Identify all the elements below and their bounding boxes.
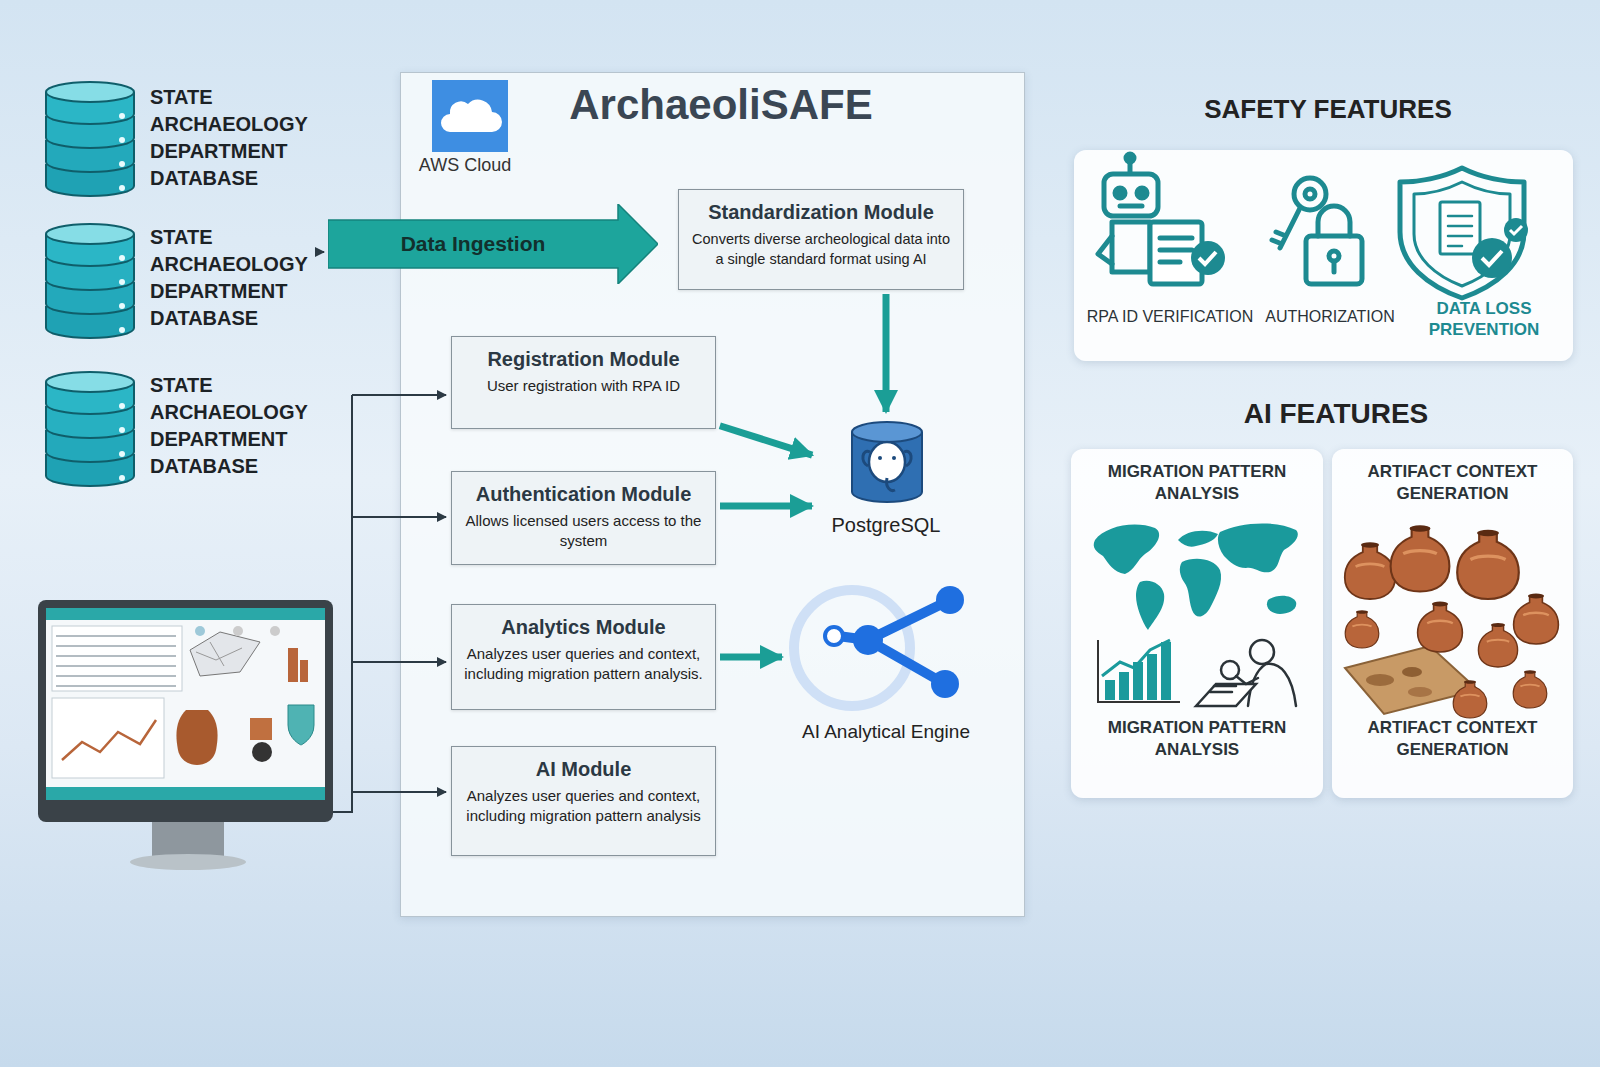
engine-label: AI Analytical Engine bbox=[786, 721, 986, 743]
process-box: Analytics ModuleAnalyzes user queries an… bbox=[451, 604, 716, 710]
module-desc: Converts diverse archeological data into… bbox=[691, 229, 951, 269]
flow-arrow bbox=[720, 503, 812, 510]
database-label: PostgreSQL bbox=[816, 514, 956, 537]
process-box: Standardization ModuleConverts diverse a… bbox=[678, 189, 964, 290]
flow-arrow bbox=[720, 426, 812, 455]
flow-arrow bbox=[720, 654, 782, 661]
module-title: Standardization Module bbox=[691, 200, 951, 224]
feature-label: RPA ID VERIFICATION bbox=[1082, 308, 1258, 326]
ingestion-label: Data Ingestion bbox=[328, 232, 618, 256]
module-title: Analytics Module bbox=[464, 615, 703, 639]
database-label: STATE ARCHAEOLOGY DEPARTMENT DATABASE bbox=[150, 372, 314, 480]
engine-node: AI Analytical Engine bbox=[786, 589, 986, 749]
module-desc: User registration with RPA ID bbox=[464, 376, 703, 396]
module-title: Registration Module bbox=[464, 347, 703, 371]
process-box: AI ModuleAnalyzes user queries and conte… bbox=[451, 746, 716, 856]
process-box: Authentication ModuleAllows licensed use… bbox=[451, 471, 716, 565]
card-title: MIGRATION PATTERN ANALYSIS bbox=[1081, 461, 1313, 505]
database-label: STATE ARCHAEOLOGY DEPARTMENT DATABASE bbox=[150, 84, 314, 192]
module-desc: Analyzes user queries and context, inclu… bbox=[464, 644, 703, 684]
database-label: STATE ARCHAEOLOGY DEPARTMENT DATABASE bbox=[150, 224, 314, 332]
feature-label: AUTHORIZATION bbox=[1264, 308, 1396, 326]
feature-label: DATA LOSS PREVENTION bbox=[1418, 298, 1550, 340]
module-desc: Allows licensed users access to the syst… bbox=[464, 511, 703, 551]
module-desc: Analyzes user queries and context, inclu… bbox=[464, 786, 703, 826]
card-title: ARTIFACT CONTEXT GENERATION bbox=[1342, 461, 1563, 505]
flow-arrow bbox=[883, 294, 890, 412]
feature-card: MIGRATION PATTERN ANALYSIS MIGRATION PATT… bbox=[1071, 449, 1323, 798]
module-title: Authentication Module bbox=[464, 482, 703, 506]
module-title: AI Module bbox=[464, 757, 703, 781]
cloud-panel: ArchaeoliSAFE AWS CloudStandardization Mo… bbox=[400, 72, 1025, 917]
cloud-label: AWS Cloud bbox=[405, 155, 525, 176]
process-box: Registration ModuleUser registration wit… bbox=[451, 336, 716, 429]
section-heading: AI FEATURES bbox=[1136, 398, 1536, 430]
card-caption: MIGRATION PATTERN ANALYSIS bbox=[1081, 717, 1313, 761]
system-title: ArchaeoliSAFE bbox=[551, 81, 891, 129]
card-caption: ARTIFACT CONTEXT GENERATION bbox=[1342, 717, 1563, 761]
flow-arrow bbox=[318, 251, 324, 253]
ingestion-arrow: Data Ingestion bbox=[328, 204, 658, 284]
section-heading: SAFETY FEATURES bbox=[1128, 94, 1528, 125]
